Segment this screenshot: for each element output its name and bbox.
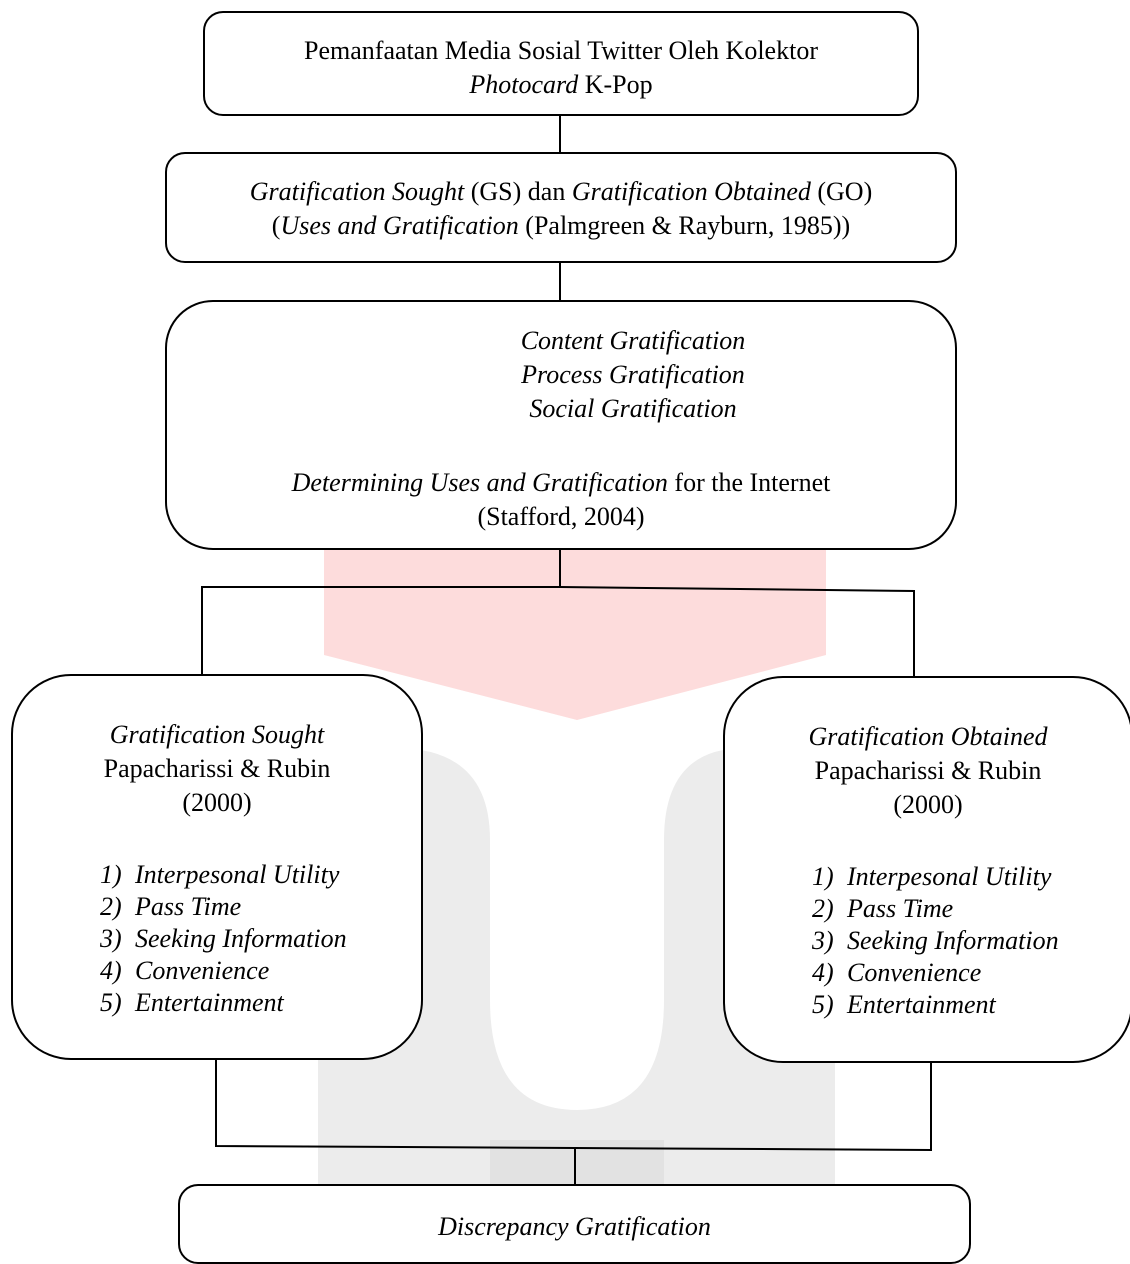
gs-go-conj: (GS) dan (464, 177, 572, 206)
gratification-sought-box: Gratification Sought Papacharissi & Rubi… (11, 674, 423, 1060)
list-label: Seeking Information (847, 926, 1059, 955)
topic-kpop: K-Pop (578, 70, 653, 99)
gratification-obtained-box: Gratification Obtained Papacharissi & Ru… (723, 676, 1130, 1063)
topic-box: Pemanfaatan Media Sosial Twitter Oleh Ko… (203, 11, 919, 116)
list-number: 1) (812, 862, 834, 891)
go-year: (2000) (893, 790, 963, 819)
connector-split-right (559, 586, 915, 676)
list-label: Interpesonal Utility (847, 862, 1052, 891)
list-item: 1) Interpesonal Utility (87, 859, 347, 891)
list-number: 4) (100, 956, 122, 985)
list-item: 5) Entertainment (87, 987, 347, 1019)
stafford-citation: (Stafford, 2004) (477, 502, 645, 531)
gs-header: Gratification Sought Papacharissi & Rubi… (13, 718, 421, 820)
list-label: Convenience (847, 958, 982, 987)
paren-open: ( (271, 211, 281, 240)
stafford-title: Determining Uses and Gratification for t… (167, 466, 955, 500)
list-item: 2) Pass Time (87, 891, 347, 923)
list-number: 2) (812, 894, 834, 923)
connector-split-left (201, 586, 560, 674)
content-gratification: Content Gratification (520, 326, 746, 355)
go-list: 1) Interpesonal Utility 2) Pass Time 3) See… (799, 861, 1059, 1021)
list-number: 5) (100, 988, 122, 1017)
list-label: Seeking Information (135, 924, 347, 953)
list-item: 3) Seeking Information (87, 923, 347, 955)
discrepancy-box: Discrepancy Gratification (178, 1184, 971, 1264)
go-abbr: (GO) (810, 177, 873, 206)
list-number: 2) (100, 892, 122, 921)
gs-authors: Papacharissi & Rubin (103, 754, 331, 783)
gs-go-line1: Gratification Sought (GS) dan Gratificat… (167, 175, 955, 209)
gs-term: Gratification Sought (249, 177, 465, 206)
list-number: 4) (812, 958, 834, 987)
list-label: Interpesonal Utility (135, 860, 340, 889)
list-item: 2) Pass Time (799, 893, 1059, 925)
process-gratification: Process Gratification (521, 360, 745, 389)
gs-go-line2: (Uses and Gratification (Palmgreen & Ray… (167, 209, 955, 243)
gratification-types-list: Content Gratification Process Gratificat… (167, 324, 955, 426)
list-item: 1) Interpesonal Utility (799, 861, 1059, 893)
ug-citation: (Palmgreen & Rayburn, 1985)) (518, 211, 851, 240)
list-number: 3) (812, 926, 834, 955)
stafford-source: Determining Uses and Gratification for t… (167, 466, 955, 534)
gratification-types-box: Content Gratification Process Gratificat… (165, 300, 957, 550)
list-item: 4) Convenience (799, 957, 1059, 989)
go-authors: Papacharissi & Rubin (814, 756, 1042, 785)
go-title: Gratification Obtained (808, 722, 1048, 751)
gs-title: Gratification Sought (109, 720, 325, 749)
list-number: 5) (812, 990, 834, 1019)
gs-year: (2000) (182, 788, 252, 817)
connector-merge-left (215, 1060, 576, 1149)
ug-term: Uses and Gratification (280, 211, 519, 240)
go-term: Gratification Obtained (571, 177, 811, 206)
social-gratification: Social Gratification (529, 394, 737, 423)
go-header: Gratification Obtained Papacharissi & Ru… (725, 720, 1130, 822)
watermark-gray-shape (318, 748, 835, 1256)
watermark-red-shape (324, 500, 826, 720)
list-label: Pass Time (135, 892, 242, 921)
list-label: Convenience (135, 956, 270, 985)
list-item: 5) Entertainment (799, 989, 1059, 1021)
topic-line1: Pemanfaatan Media Sosial Twitter Oleh Ko… (304, 36, 818, 65)
gs-go-box: Gratification Sought (GS) dan Gratificat… (165, 152, 957, 263)
list-item: 3) Seeking Information (799, 925, 1059, 957)
topic-line2: Photocard K-Pop (205, 68, 917, 102)
stafford-title-italic: Determining Uses and Gratification (291, 468, 668, 497)
list-label: Pass Time (847, 894, 954, 923)
stafford-title-rest: for the Internet (667, 468, 831, 497)
topic-photocard: Photocard (469, 70, 579, 99)
list-number: 1) (100, 860, 122, 889)
list-number: 3) (100, 924, 122, 953)
discrepancy-label: Discrepancy Gratification (438, 1212, 711, 1241)
gs-list: 1) Interpesonal Utility 2) Pass Time 3) See… (87, 859, 347, 1019)
connector-merge-right (574, 1063, 932, 1152)
list-label: Entertainment (847, 990, 996, 1019)
list-item: 4) Convenience (87, 955, 347, 987)
list-label: Entertainment (135, 988, 284, 1017)
